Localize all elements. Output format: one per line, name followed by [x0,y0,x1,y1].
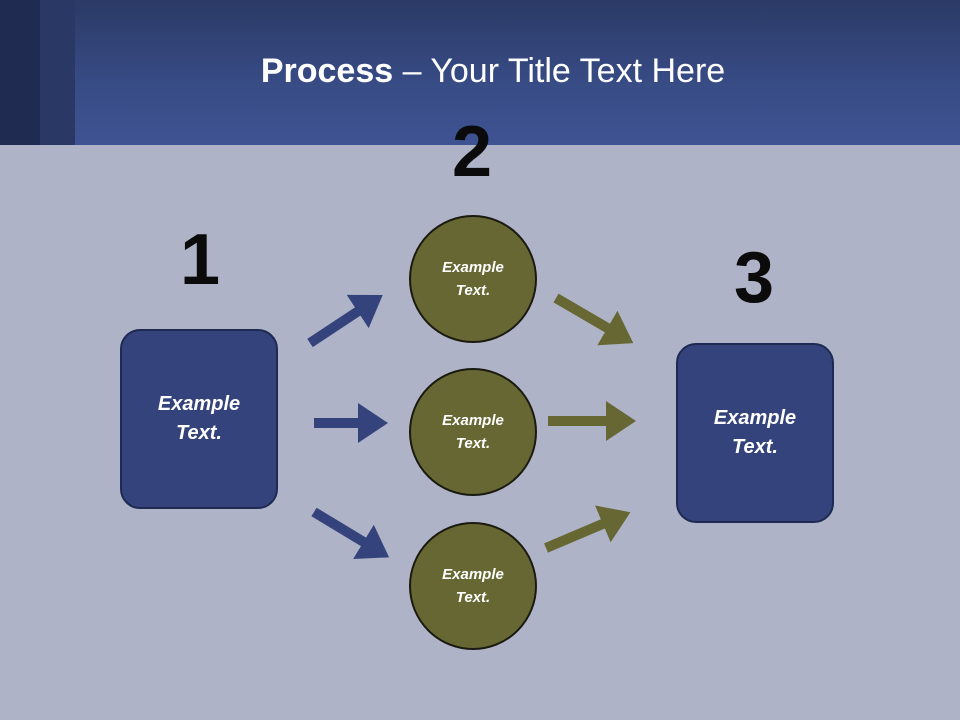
right-process-box[interactable]: Example Text. [676,343,834,523]
process-circle-middle[interactable]: Example Text. [409,368,537,496]
left-process-box[interactable]: Example Text. [120,329,278,509]
step-number-3[interactable]: 3 [733,238,775,318]
title-bold: Process [260,52,394,90]
blue-arrow-down [311,507,390,559]
header-accent-strip [0,0,40,145]
circle-text: Example Text. [442,566,504,606]
olive-arrow-down [553,293,634,346]
right-box-text: Example Text. [713,407,797,458]
process-circle-bottom[interactable]: Example Text. [409,522,537,650]
step-number-2[interactable]: 2 [451,112,493,192]
process-circle-top[interactable]: Example Text. [409,215,537,343]
slide-title[interactable]: Process – Your Title Text Here [0,52,960,91]
header-bar [0,0,960,145]
step-number-1[interactable]: 1 [179,220,221,300]
olive-arrow-up [544,505,631,553]
header-accent-strip-2 [40,0,75,145]
left-box-text: Example Text. [157,393,241,444]
blue-arrow-up [307,294,383,348]
circle-text: Example Text. [442,412,504,452]
circle-text: Example Text. [442,259,504,299]
title-rest: – Your Title Text Here [393,52,726,90]
